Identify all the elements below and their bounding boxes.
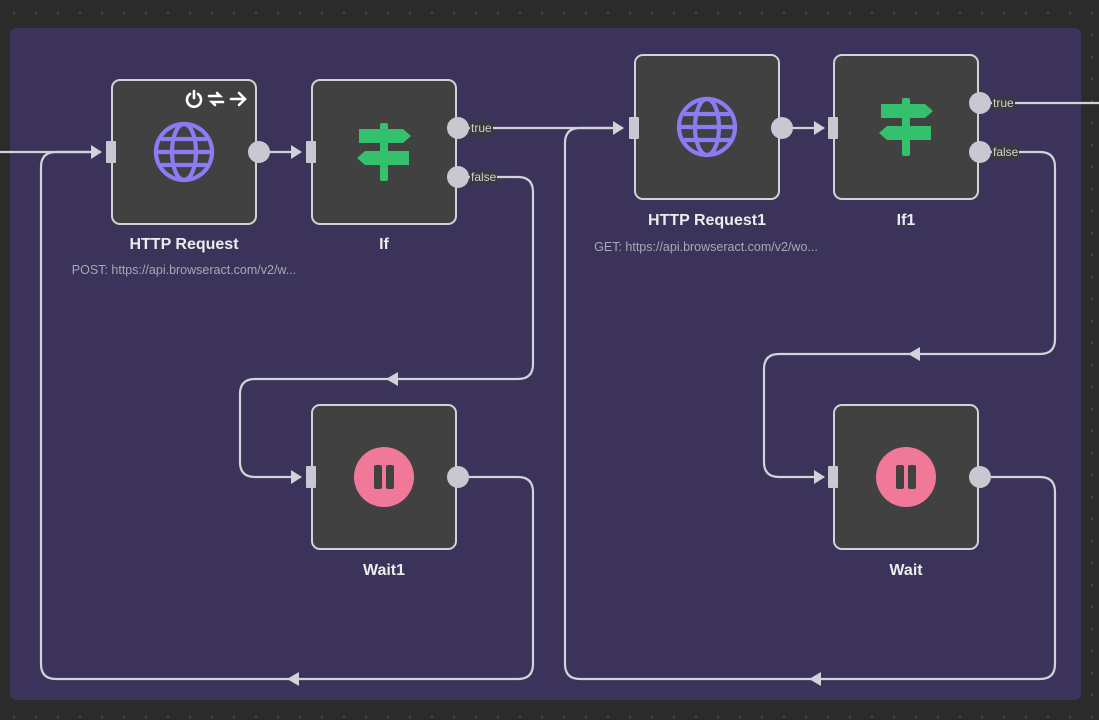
input-port[interactable] [306, 141, 316, 163]
node-if1[interactable] [833, 54, 979, 200]
node-title: Wait1 [362, 562, 406, 579]
input-port[interactable] [828, 466, 838, 488]
signpost-icon [351, 119, 417, 185]
loop-icon [207, 91, 225, 107]
power-icon [185, 92, 203, 108]
node-wait1[interactable] [311, 404, 457, 550]
signpost-icon [873, 94, 939, 160]
globe-icon [151, 119, 217, 185]
output-port[interactable] [447, 466, 469, 488]
pause-icon [351, 444, 417, 510]
input-port[interactable] [306, 466, 316, 488]
globe-icon [674, 94, 740, 160]
branch-label-false: false [992, 145, 1020, 159]
input-port[interactable] [629, 117, 639, 139]
output-port[interactable] [771, 117, 793, 139]
node-title: HTTP Request [129, 236, 239, 253]
node-http-request1[interactable] [634, 54, 780, 200]
node-title: If1 [896, 212, 916, 229]
input-port[interactable] [106, 141, 116, 163]
node-toolbar[interactable] [184, 88, 250, 115]
output-port-true[interactable] [969, 92, 991, 114]
node-subtitle: GET: https://api.browseract.com/v2/wo... [594, 240, 818, 254]
node-title: HTTP Request1 [648, 212, 766, 229]
pause-icon [873, 444, 939, 510]
input-port[interactable] [828, 117, 838, 139]
node-title: Wait [889, 562, 923, 579]
output-port-false[interactable] [447, 166, 469, 188]
node-if[interactable] [311, 79, 457, 225]
branch-label-true: true [470, 121, 493, 135]
arrow-right-icon [229, 91, 247, 107]
output-port[interactable] [969, 466, 991, 488]
node-title: If [379, 236, 389, 253]
node-subtitle: POST: https://api.browseract.com/v2/w... [71, 263, 297, 277]
node-toolbar-icons[interactable] [184, 88, 250, 110]
output-port-true[interactable] [447, 117, 469, 139]
branch-label-false: false [470, 170, 498, 184]
output-port[interactable] [248, 141, 270, 163]
output-port-false[interactable] [969, 141, 991, 163]
branch-label-true: true [992, 96, 1015, 110]
node-wait[interactable] [833, 404, 979, 550]
